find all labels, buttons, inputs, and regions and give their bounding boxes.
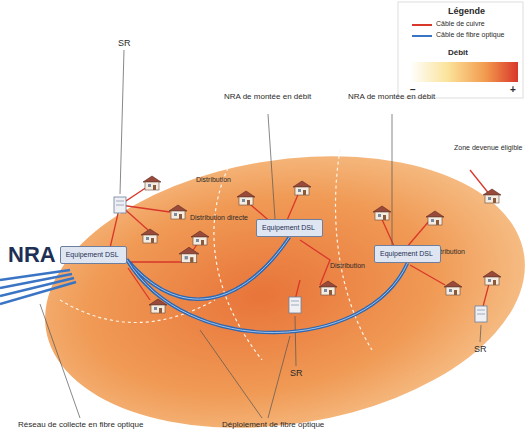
debit-max: + [510,84,516,96]
debit-label: Débit [448,48,468,57]
distribution-label: Distribution [330,262,365,270]
sr-label: SR [290,368,303,378]
distribution-label: Distribution [196,176,231,184]
fibre-line-highlight [127,260,408,333]
leader-lines [40,50,481,418]
fibre-caption: Réseau de collecte en fibre optique [18,420,143,429]
fibre-line [127,260,408,333]
legend-text: Câble de fibre optique [436,31,505,39]
equipment-box: Equipement DSL [256,219,323,237]
sr-label: SR [118,38,131,48]
sr-label: SR [474,344,487,354]
equipment-box: Equipement DSL [60,246,127,264]
copper-lines [110,170,490,318]
nra-equipment: NRA Equipement DSL [8,244,127,266]
fibre-caption: Déploiement de fibre optique [222,420,324,429]
collect-fibres [0,270,76,304]
equipment-text: Equipement DSL [262,224,317,232]
legend-fibre-sample [412,35,432,37]
nra-mde-label: NRA de montée en débit [224,92,311,101]
zone-label: Zone devenue éligible [454,144,523,152]
nra-mde-label: NRA de montée en débit [348,92,435,101]
legend-title: Légende [448,6,485,16]
equipment-box: Equipement DSL [374,245,441,263]
equipment-text: Equipement DSL [66,251,121,259]
debit-gradient-bar [410,62,518,82]
nra-equipment: Equipement DSL [256,219,323,237]
equipment-text: Equipement DSL [380,250,435,258]
legend-text: Câble de cuivre [436,20,485,28]
nra-heading: NRA [8,244,56,266]
legend-panel [398,2,523,98]
nra-equipment: Equipement DSL [374,245,441,263]
service-zone [25,124,526,439]
houses [141,176,501,313]
distribution-label: Distribution directe [190,214,248,222]
fibre-link [127,260,408,333]
zone-boundary [60,300,215,323]
legend-copper-sample [412,24,432,26]
